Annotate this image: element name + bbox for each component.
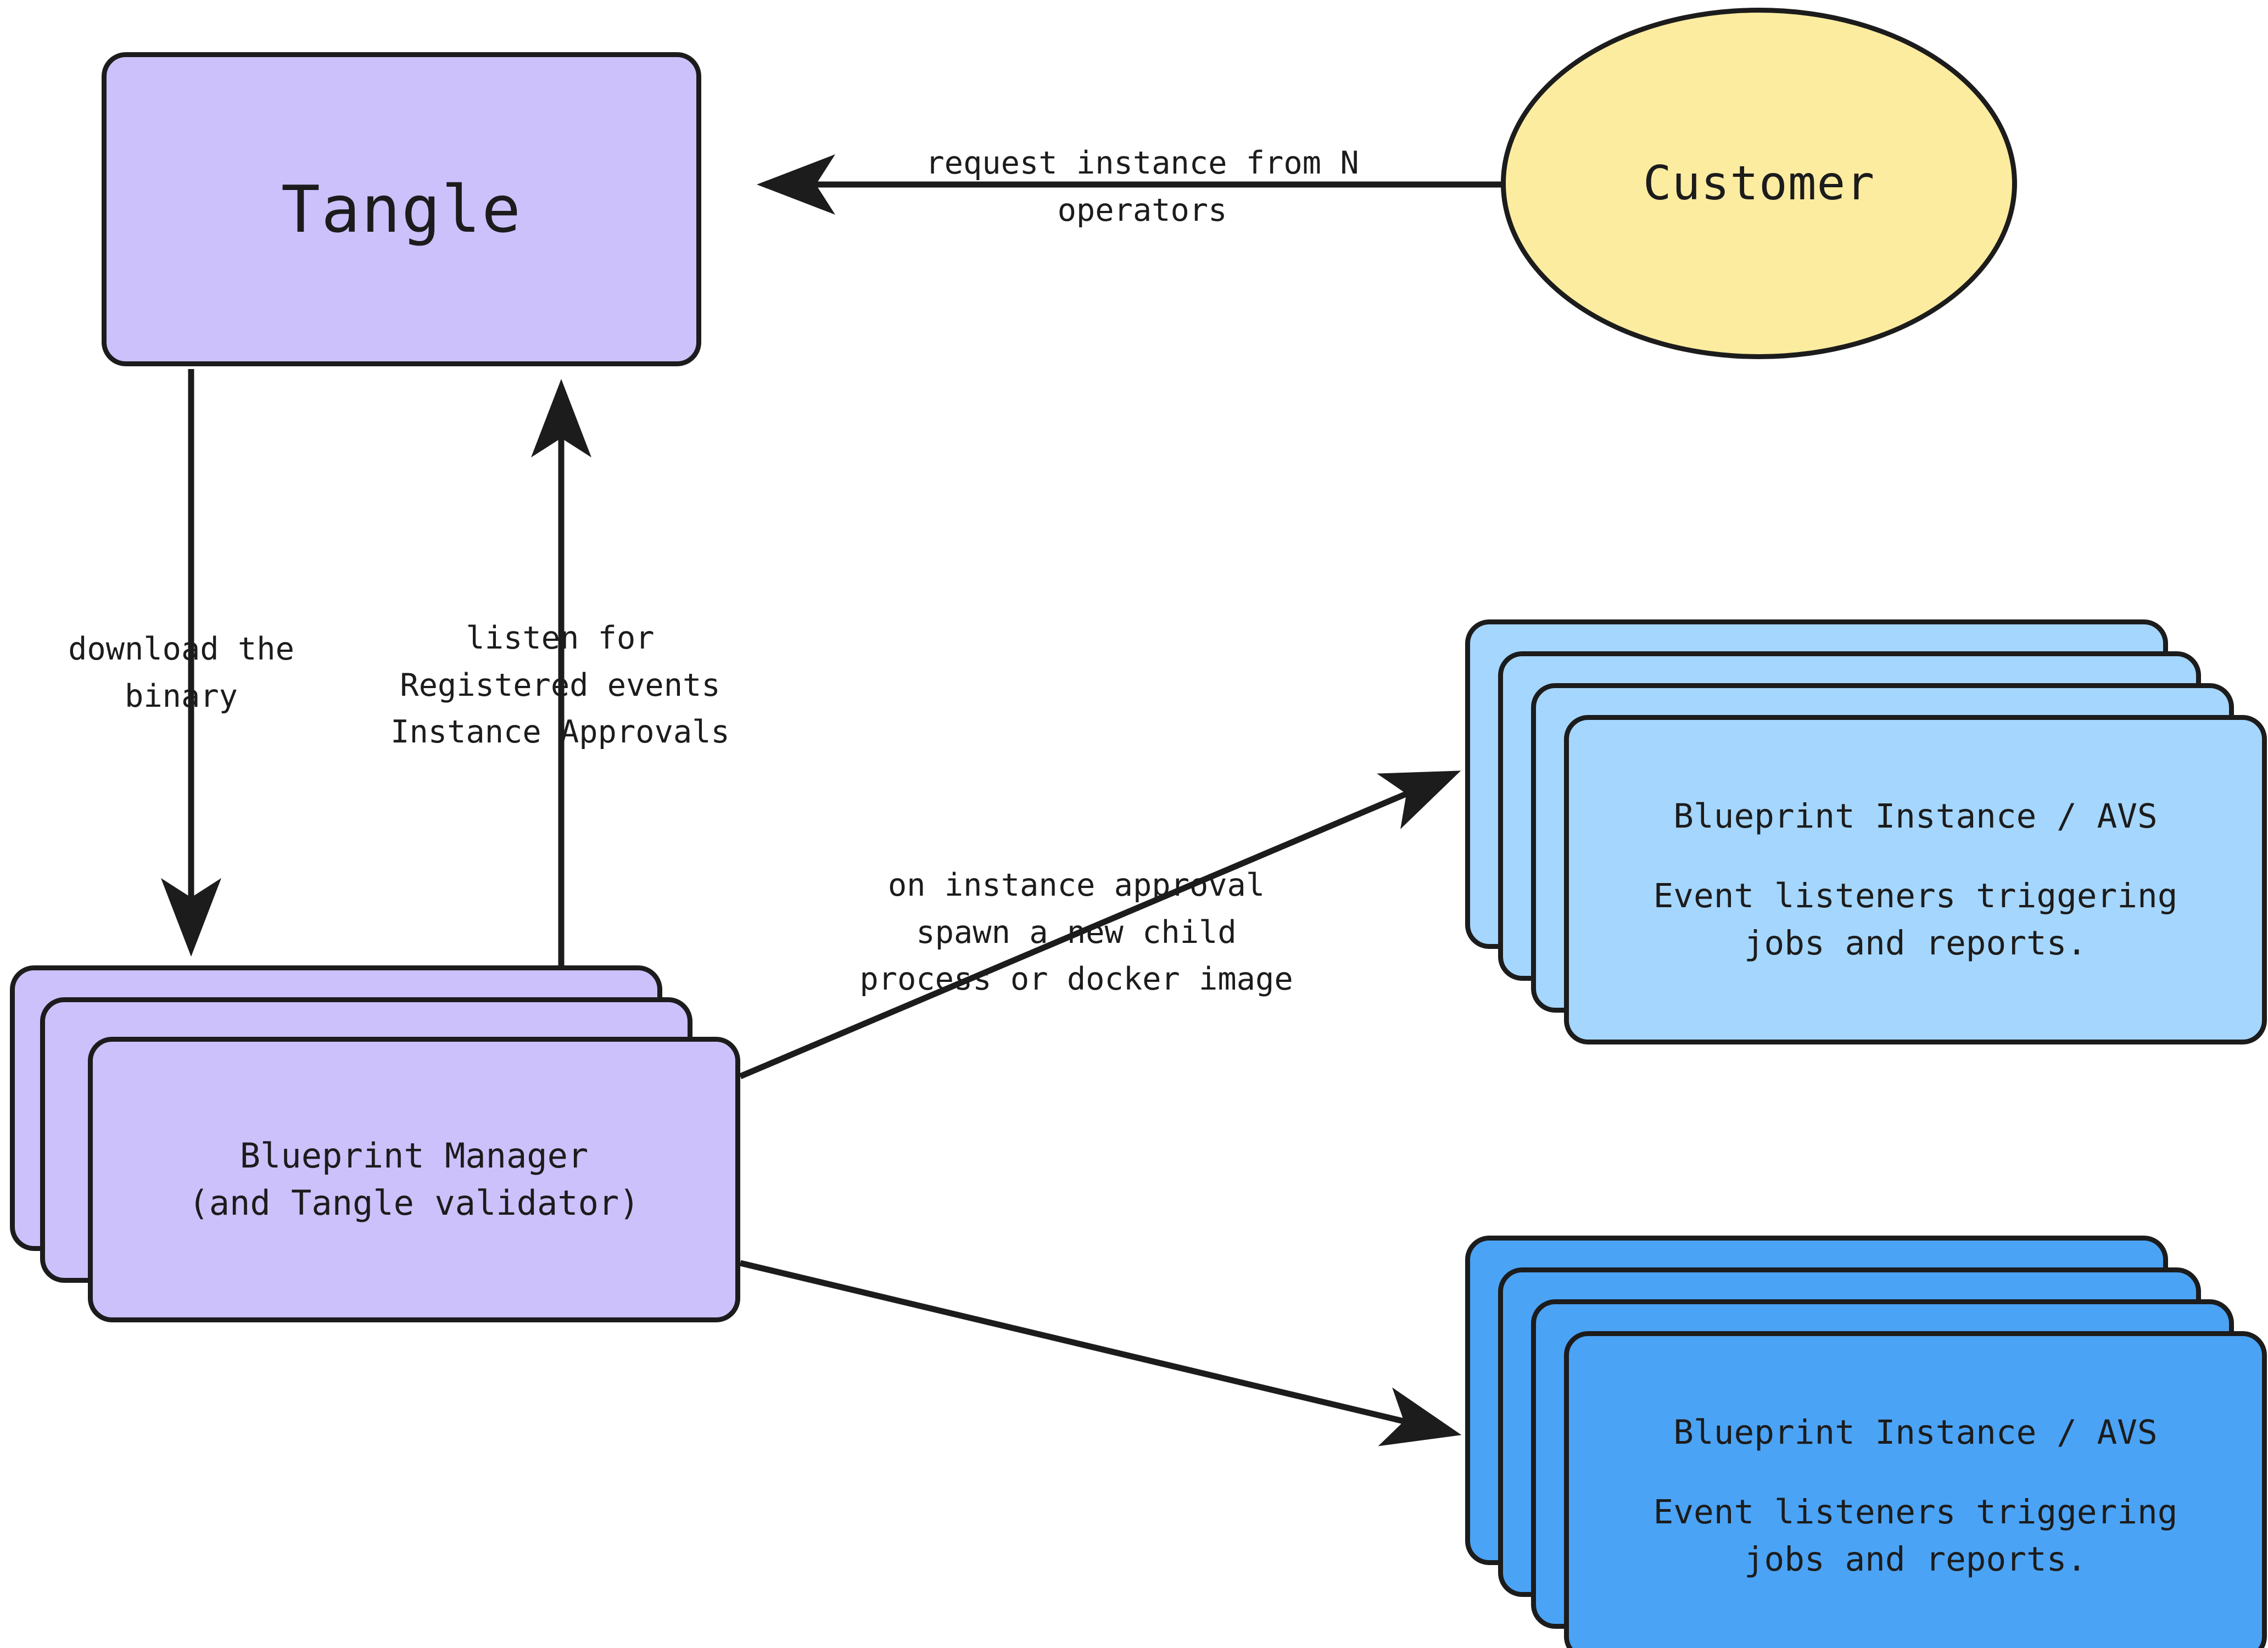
blueprint-manager-card-front[interactable]: Blueprint Manager (and Tangle validator): [88, 1037, 740, 1322]
edge-label-on-instance-approval: on instance approval spawn a new child p…: [859, 867, 1293, 997]
avs-light-body-line2: jobs and reports.: [1744, 923, 2087, 963]
edge-label-listen-for-events: listen for Registered events Instance Ap…: [390, 620, 730, 750]
avs-light-title: Blueprint Instance / AVS: [1673, 796, 2158, 836]
node-customer[interactable]: Customer: [1501, 8, 2017, 359]
edge-blueprint-manager-to-avs-dark: [739, 1260, 1462, 1446]
node-blueprint-manager-stack[interactable]: Blueprint Manager (and Tangle validator): [10, 965, 740, 1322]
avs-light-body-line1: Event listeners triggering: [1653, 876, 2178, 916]
node-tangle-label: Tangle: [281, 171, 522, 247]
edge-label-request-instance: request instance from N operators: [925, 145, 1359, 228]
avs-dark-title: Blueprint Instance / AVS: [1673, 1412, 2158, 1452]
avs-light-card-front[interactable]: Blueprint Instance / AVS Event listeners…: [1564, 715, 2267, 1044]
node-customer-label: Customer: [1643, 156, 1875, 211]
node-avs-dark-stack[interactable]: Blueprint Instance / AVS Event listeners…: [1465, 1236, 2267, 1648]
blueprint-manager-title: Blueprint Manager: [239, 1136, 589, 1176]
avs-dark-body-line1: Event listeners triggering: [1653, 1493, 2178, 1532]
edge-label-download-binary: download the binary: [68, 631, 294, 714]
avs-dark-body-line2: jobs and reports.: [1744, 1539, 2087, 1579]
blueprint-manager-subtitle: (and Tangle validator): [188, 1183, 640, 1223]
node-tangle[interactable]: Tangle: [102, 52, 701, 366]
node-avs-light-stack[interactable]: Blueprint Instance / AVS Event listeners…: [1465, 619, 2267, 1048]
avs-dark-card-front[interactable]: Blueprint Instance / AVS Event listeners…: [1564, 1331, 2267, 1648]
edge-blueprint-manager-to-avs-light: [739, 770, 1461, 1080]
